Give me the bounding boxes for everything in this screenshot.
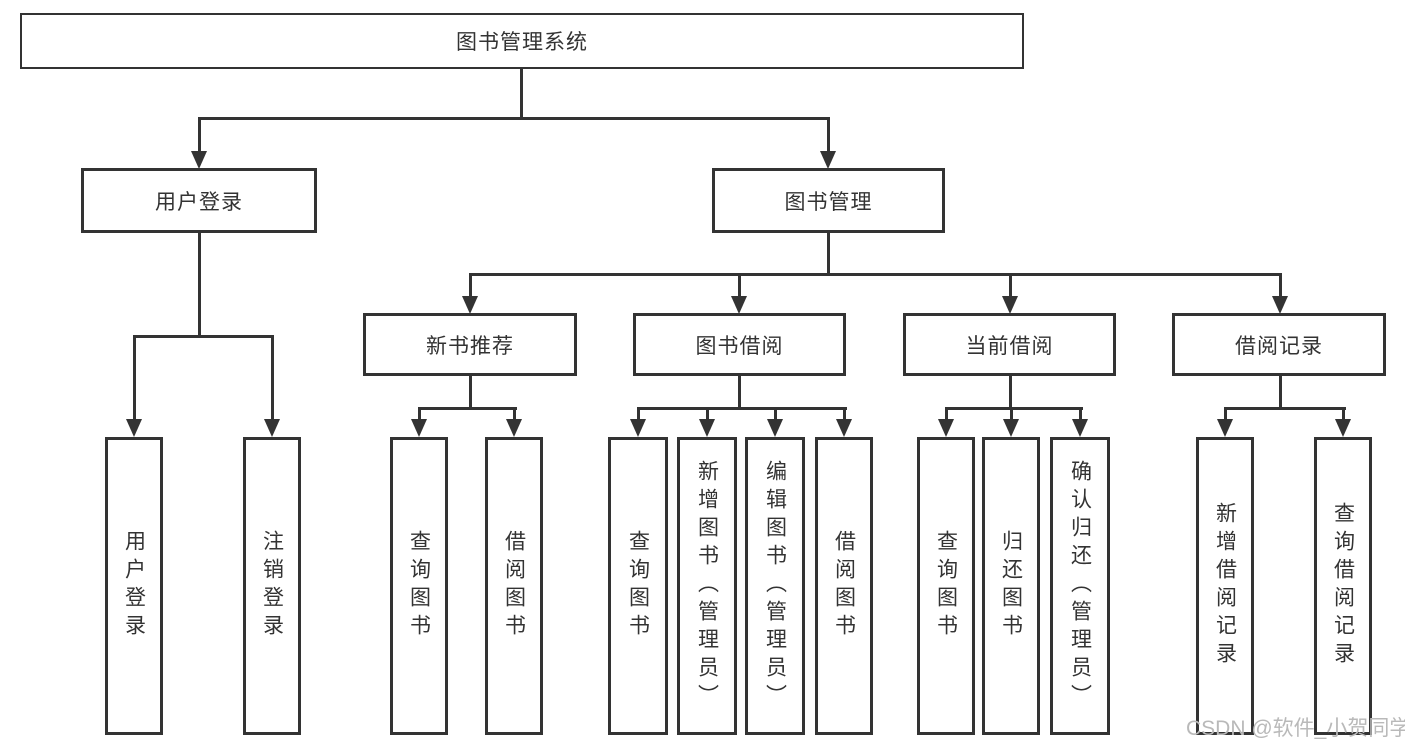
- arrow-down-icon: [1217, 419, 1233, 437]
- connector-drop-leaf: [1342, 407, 1345, 422]
- node-borrow-record: 借阅记录: [1172, 313, 1386, 376]
- leaf-edit-book-admin: 编辑图书（管理员）: [745, 437, 805, 735]
- arrow-down-icon: [1072, 419, 1088, 437]
- connector-drop-user-login: [198, 117, 201, 153]
- node-current-borrow: 当前借阅: [903, 313, 1116, 376]
- arrow-down-icon: [820, 151, 836, 169]
- leaf-logout: 注销登录: [243, 437, 301, 735]
- arrow-down-icon: [462, 296, 478, 314]
- connector-drop-leaf: [133, 335, 136, 421]
- connector-drop-book-borrow: [738, 273, 741, 298]
- arrow-down-icon: [1272, 296, 1288, 314]
- connector-drop-leaf: [637, 407, 640, 422]
- arrow-down-icon: [411, 419, 427, 437]
- connector-drop-leaf: [774, 407, 777, 422]
- leaf-confirm-return-admin: 确认归还（管理员）: [1050, 437, 1110, 735]
- connector-drop-leaf: [1224, 407, 1227, 422]
- connector-stub: [1279, 376, 1282, 409]
- connector-drop-book-management: [827, 117, 830, 153]
- leaf-query-book: 查询图书: [917, 437, 975, 735]
- leaf-query-borrow-record: 查询借阅记录: [1314, 437, 1372, 735]
- csdn-watermark: CSDN @软件_小贺同学: [1186, 717, 1405, 740]
- connector-user-login-stub: [198, 232, 201, 336]
- node-book-borrow: 图书借阅: [633, 313, 846, 376]
- connector-book-management-stub: [827, 232, 830, 275]
- node-book-management: 图书管理: [712, 168, 945, 233]
- connector-drop-leaf: [271, 335, 274, 421]
- arrow-down-icon: [836, 419, 852, 437]
- connector-stub: [1009, 376, 1012, 409]
- connector-drop-leaf: [1079, 407, 1082, 422]
- leaf-borrow-book: 借阅图书: [815, 437, 873, 735]
- arrow-down-icon: [938, 419, 954, 437]
- arrow-down-icon: [767, 419, 783, 437]
- connector-leaf-rail-new-book: [419, 407, 517, 410]
- connector-root-stub: [520, 68, 523, 118]
- connector-drop-borrow-record: [1279, 273, 1282, 298]
- arrow-down-icon: [126, 419, 142, 437]
- connector-level3-rail: [469, 273, 1282, 276]
- node-new-book-recommend: 新书推荐: [363, 313, 577, 376]
- connector-stub: [738, 376, 741, 409]
- connector-stub: [469, 376, 472, 409]
- connector-drop-leaf: [706, 407, 709, 422]
- arrow-down-icon: [1003, 419, 1019, 437]
- connector-drop-current-borrow: [1009, 273, 1012, 298]
- connector-drop-leaf: [945, 407, 948, 422]
- connector-drop-leaf: [418, 407, 421, 422]
- leaf-add-borrow-record: 新增借阅记录: [1196, 437, 1254, 735]
- arrow-down-icon: [630, 419, 646, 437]
- connector-leaf-rail-borrow-record: [1225, 407, 1346, 410]
- arrow-down-icon: [699, 419, 715, 437]
- connector-drop-new-book: [469, 273, 472, 298]
- connector-user-login-rail: [133, 335, 274, 338]
- arrow-down-icon: [191, 151, 207, 169]
- root-node-library-system: 图书管理系统: [20, 13, 1024, 69]
- leaf-return-book: 归还图书: [982, 437, 1040, 735]
- leaf-query-book: 查询图书: [390, 437, 448, 735]
- arrow-down-icon: [731, 296, 747, 314]
- connector-drop-leaf: [513, 407, 516, 422]
- leaf-borrow-book: 借阅图书: [485, 437, 543, 735]
- node-user-login: 用户登录: [81, 168, 317, 233]
- connector-drop-leaf: [1010, 407, 1013, 422]
- leaf-query-book: 查询图书: [608, 437, 668, 735]
- leaf-add-book-admin: 新增图书（管理员）: [677, 437, 737, 735]
- arrow-down-icon: [1335, 419, 1351, 437]
- connector-leaf-rail-current-borrow: [946, 407, 1083, 410]
- arrow-down-icon: [1002, 296, 1018, 314]
- connector-level2-rail: [198, 117, 830, 120]
- arrow-down-icon: [264, 419, 280, 437]
- connector-leaf-rail-book-borrow: [638, 407, 847, 410]
- connector-drop-leaf: [843, 407, 846, 422]
- arrow-down-icon: [506, 419, 522, 437]
- leaf-user-login: 用户登录: [105, 437, 163, 735]
